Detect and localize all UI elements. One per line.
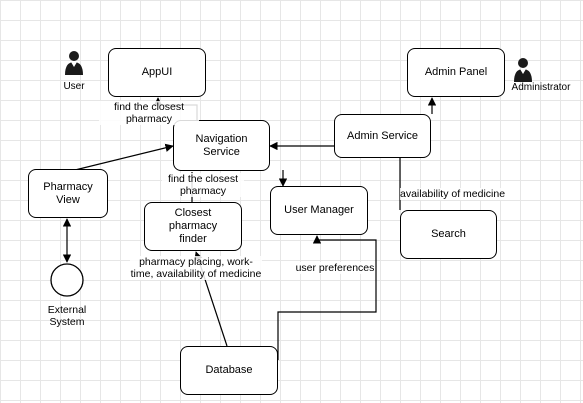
edge-label-find-closest-1: find the closest pharmacy xyxy=(99,101,199,125)
administrator-actor-label: Administrator xyxy=(511,82,571,93)
edge-database-to-user-manager xyxy=(277,235,377,360)
node-closest-pharmacy-finder[interactable]: Closest pharmacy finder xyxy=(144,202,242,251)
edge-label-user-preferences: user preferences xyxy=(295,262,375,274)
node-admin-service[interactable]: Admin Service xyxy=(334,114,431,158)
user-actor-label: User xyxy=(63,81,85,92)
user-actor-icon xyxy=(65,51,83,75)
edge-label-availability: availability of medicine xyxy=(400,188,506,200)
node-pharmacy-view[interactable]: Pharmacy View xyxy=(28,169,108,218)
node-admin-panel[interactable]: Admin Panel xyxy=(407,48,505,97)
edge-label-find-closest-2: find the closest pharmacy xyxy=(162,173,244,197)
node-user-manager[interactable]: User Manager xyxy=(270,186,368,235)
node-search[interactable]: Search xyxy=(400,210,497,259)
edge-label-pharmacy-placing: pharmacy placing, work-time, availabilit… xyxy=(130,256,262,280)
external-system-label: External System xyxy=(47,304,87,328)
edge-pharmacy-view-to-nav xyxy=(74,143,174,171)
node-appui[interactable]: AppUI xyxy=(108,48,206,97)
administrator-actor-icon xyxy=(514,58,532,82)
node-database[interactable]: Database xyxy=(180,346,278,395)
node-navigation-service[interactable]: Navigation Service xyxy=(173,120,270,171)
external-system-circle xyxy=(50,263,84,297)
